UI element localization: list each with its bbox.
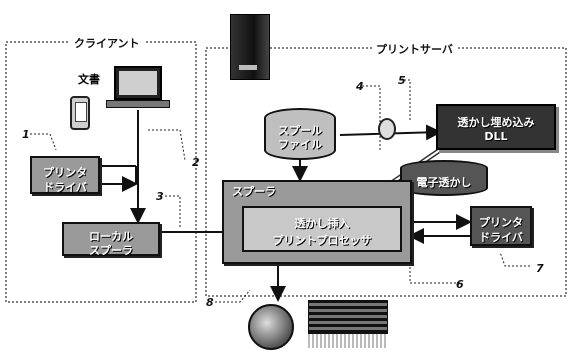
electronic-watermark-cylinder: 電子透かし	[400, 160, 488, 196]
laptop-icon	[114, 66, 162, 100]
printout-image	[308, 300, 388, 334]
step-number-5: 5	[398, 74, 406, 87]
mobile-device-icon	[70, 96, 90, 130]
spool-file-cylinder: スプール ファイル	[264, 108, 336, 160]
step-number-1: 1	[22, 128, 30, 141]
client-printer-driver-box: プリンタ ドライバ	[30, 156, 100, 194]
server-tower-icon	[230, 14, 270, 80]
print-processor-box: 透かし挿入 プリントプロセッサ	[242, 206, 402, 252]
document-label: 文書	[78, 74, 100, 85]
watermark-dll-box: 透かし埋め込み DLL	[436, 104, 556, 150]
local-spooler-box: ローカル スプーラ	[62, 222, 160, 256]
step-number-2: 2	[192, 156, 200, 169]
step-number-4: 4	[356, 80, 364, 93]
client-title: クライアント	[70, 38, 144, 49]
globe-icon	[248, 304, 294, 350]
lock-icon	[378, 118, 396, 140]
step-number-6: 6	[456, 278, 464, 291]
server-printer-driver-box: プリンタ ドライバ	[470, 206, 532, 246]
step-number-3: 3	[156, 190, 164, 203]
step-number-7: 7	[536, 262, 544, 275]
server-title: プリントサーバ	[372, 44, 457, 55]
step-number-8: 8	[206, 296, 214, 309]
